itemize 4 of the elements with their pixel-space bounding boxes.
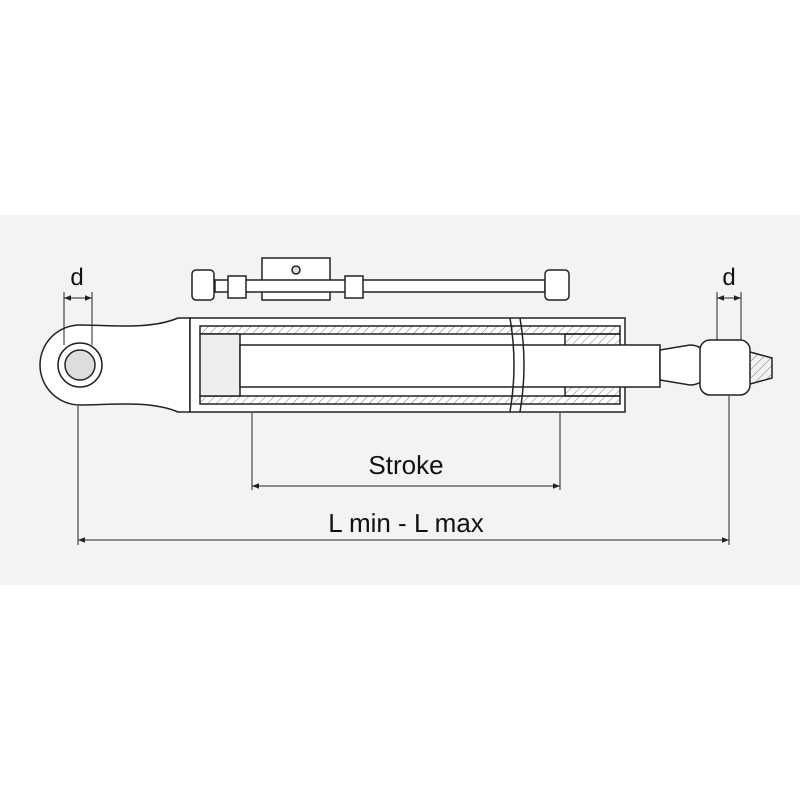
dimension-label: d [70,266,84,290]
dimension-label: L min - L max [328,510,484,536]
dimension-label: Stroke [368,452,444,478]
dimension-label: d [722,266,736,290]
